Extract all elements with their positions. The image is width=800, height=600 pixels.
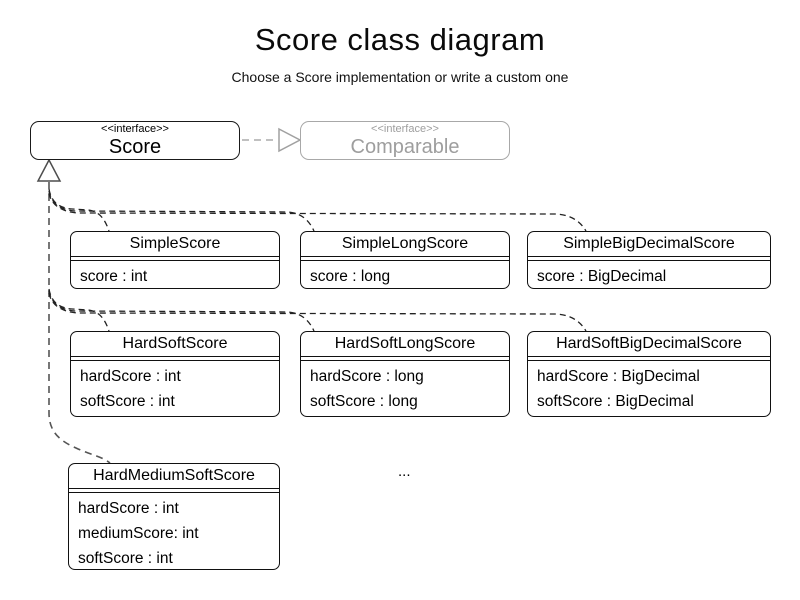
class-simplelongscore: SimpleLongScore score : long (300, 231, 510, 289)
edge-hardsoftscore (48, 288, 110, 332)
class-name: HardMediumSoftScore (69, 464, 279, 489)
edge-simplescore (48, 188, 110, 232)
class-attribute: hardScore : long (310, 368, 424, 385)
stereotype-label: <<interface>> (371, 123, 439, 135)
generalization-arrowhead-icon (36, 158, 62, 182)
interface-comparable: <<interface>> Comparable (300, 121, 510, 160)
compartment-divider (71, 357, 279, 361)
class-name: SimpleLongScore (301, 232, 509, 257)
compartment-divider (69, 489, 279, 493)
class-hardsoftscore: HardSoftScore hardScore : int softScore … (70, 331, 280, 417)
class-attribute: hardScore : int (78, 500, 179, 517)
compartment-divider (528, 257, 770, 261)
class-attributes: score : long (301, 261, 509, 289)
class-attributes: hardScore : long softScore : long (301, 361, 509, 414)
edge-simplebigdecimalscore (48, 192, 587, 232)
class-attribute: softScore : BigDecimal (537, 393, 694, 410)
stereotype-label: <<interface>> (101, 123, 169, 135)
edge-hardsoftlongscore (48, 290, 315, 332)
class-name: HardSoftLongScore (301, 332, 509, 357)
class-hardsoftlongscore: HardSoftLongScore hardScore : long softS… (300, 331, 510, 417)
interface-name: Comparable (350, 136, 460, 158)
more-implementations-ellipsis: ... (398, 463, 411, 480)
class-simplebigdecimalscore: SimpleBigDecimalScore score : BigDecimal (527, 231, 771, 289)
class-name: SimpleBigDecimalScore (528, 232, 770, 257)
class-attribute: mediumScore: int (78, 525, 199, 542)
interface-score: <<interface>> Score (30, 121, 240, 160)
class-attributes: hardScore : BigDecimal softScore : BigDe… (528, 361, 770, 414)
class-name: HardSoftScore (71, 332, 279, 357)
edge-hardsoftbigdecimalscore (48, 292, 587, 332)
class-attribute: hardScore : int (80, 368, 181, 385)
class-attribute: score : BigDecimal (537, 268, 667, 285)
class-attribute: hardScore : BigDecimal (537, 368, 700, 385)
class-attribute: score : int (80, 268, 148, 285)
page-subtitle: Choose a Score implementation or write a… (231, 69, 569, 85)
compartment-divider (528, 357, 770, 361)
class-attribute: softScore : int (80, 393, 175, 410)
class-attribute: softScore : int (78, 550, 173, 567)
compartment-divider (71, 257, 279, 261)
class-name: HardSoftBigDecimalScore (528, 332, 770, 357)
class-hardsoftbigdecimalscore: HardSoftBigDecimalScore hardScore : BigD… (527, 331, 771, 417)
class-attribute: softScore : long (310, 393, 418, 410)
class-attributes: hardScore : int softScore : int (71, 361, 279, 414)
edge-simplelongscore (48, 190, 315, 232)
class-simplescore: SimpleScore score : int (70, 231, 280, 289)
compartment-divider (301, 357, 509, 361)
page-title: Score class diagram (254, 22, 546, 57)
generalization-trunk-edge (48, 182, 111, 464)
class-attributes: score : int (71, 261, 279, 289)
class-name: SimpleScore (71, 232, 279, 257)
class-hardmediumsoftscore: HardMediumSoftScore hardScore : int medi… (68, 463, 280, 570)
class-attributes: hardScore : int mediumScore: int softSco… (69, 493, 279, 571)
realization-arrowhead-icon (278, 127, 302, 153)
compartment-divider (301, 257, 509, 261)
class-attributes: score : BigDecimal (528, 261, 770, 289)
interface-name: Score (108, 136, 162, 158)
class-attribute: score : long (310, 268, 391, 285)
